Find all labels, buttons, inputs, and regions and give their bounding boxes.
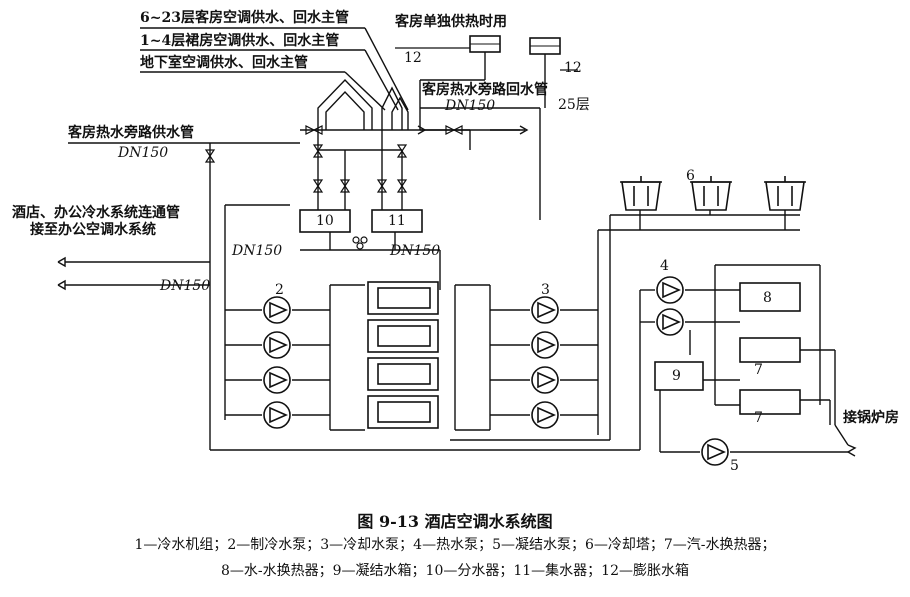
cooling-towers <box>620 176 806 211</box>
pumps-cooling-water <box>531 296 559 429</box>
label-main-6-23: 6~23层客房空调供水、回水主管 <box>140 10 349 26</box>
label-dn-left: DN150 <box>232 243 283 259</box>
steam-water-exchanger-upper <box>739 337 801 363</box>
pipe-network <box>57 27 857 457</box>
label-dn-link: DN150 <box>160 278 211 294</box>
num-10: 10 <box>316 213 334 229</box>
label-bypass-supply-dn: DN150 <box>118 145 169 161</box>
label-bypass-supply: 客房热水旁路供水管 <box>68 125 194 141</box>
num-8: 8 <box>763 290 772 306</box>
label-main-1-4: 1~4层裙房空调供水、回水主管 <box>140 33 340 49</box>
num-7b: 7 <box>754 410 763 426</box>
pumps-chilled-water <box>263 296 291 429</box>
label-link-pipe-2: 接至办公空调水系统 <box>30 222 156 238</box>
figure-caption-title: 图 9-13 酒店空调水系统图 <box>357 512 553 531</box>
label-floor-25: 25层 <box>558 97 590 113</box>
num-4: 4 <box>660 258 669 274</box>
pumps-hot-water <box>656 276 684 336</box>
manifold-10-box <box>299 209 351 233</box>
figure-legend-line-1: 1—冷水机组；2—制冷水泵；3—冷却水泵；4—热水泵；5—凝结水泵；6—冷却塔；… <box>134 537 776 553</box>
label-main-basement: 地下室空调供水、回水主管 <box>140 55 308 71</box>
steam-water-exchanger-lower <box>739 389 801 415</box>
figure-legend-line-2: 8—水-水换热器；9—凝结水箱；10—分水器；11—集水器；12—膨胀水箱 <box>221 563 689 579</box>
water-water-exchanger <box>739 282 801 312</box>
condensate-tank <box>654 361 704 391</box>
label-link-pipe-1: 酒店、办公冷水系统连通管 <box>12 205 180 221</box>
label-boiler: 接锅炉房 <box>843 410 899 426</box>
num-11: 11 <box>388 213 406 229</box>
pump-condensate <box>701 438 729 466</box>
num-5: 5 <box>730 458 739 474</box>
num-9: 9 <box>672 368 681 384</box>
num-12b: 12 <box>564 60 582 76</box>
label-bypass-return: 客房热水旁路回水管 <box>422 82 548 98</box>
num-7a: 7 <box>754 362 763 378</box>
header-bypass-valve <box>352 236 368 250</box>
valve-symbols <box>204 125 463 193</box>
num-12a: 12 <box>404 50 422 66</box>
num-6: 6 <box>686 168 695 184</box>
label-bypass-return-dn: DN150 <box>445 98 496 114</box>
num-3: 3 <box>541 282 550 298</box>
manifold-11-box <box>371 209 423 233</box>
chillers <box>367 281 439 429</box>
num-2: 2 <box>275 282 284 298</box>
label-guestroom-heating: 客房单独供热时用 <box>395 14 507 30</box>
label-dn-mid: DN150 <box>390 243 441 259</box>
